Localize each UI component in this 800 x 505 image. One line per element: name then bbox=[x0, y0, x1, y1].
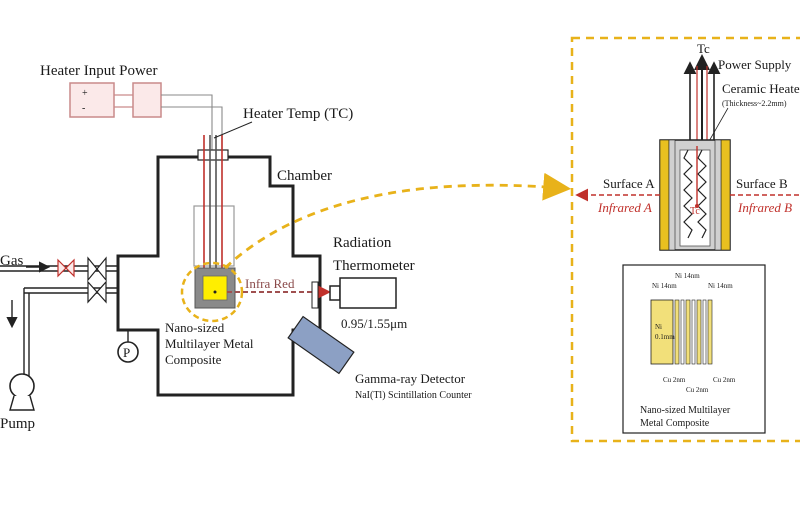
sample-label-line3: Composite bbox=[165, 352, 222, 367]
cu-2nm-label-c: Cu 2nm bbox=[686, 386, 709, 394]
scintillation-label: NaI(Tl) Scintillation Counter bbox=[355, 390, 472, 401]
sample-assembly bbox=[194, 267, 236, 309]
tc-top-label: Tc bbox=[697, 41, 710, 56]
psu-minus-sign: - bbox=[82, 103, 85, 114]
heater-input-power-label: Heater Input Power bbox=[40, 63, 157, 79]
composite-label-line1: Nano-sized Multilayer bbox=[640, 405, 731, 416]
cu-2nm-label-b: Cu 2nm bbox=[713, 376, 736, 384]
surface-a-label: Surface A bbox=[603, 176, 655, 191]
radiation-thermometer bbox=[329, 277, 397, 309]
pressure-gauge bbox=[117, 341, 139, 363]
sample-highlight-ring bbox=[180, 261, 244, 323]
ni-plate-label: Ni bbox=[655, 323, 662, 331]
power-supply-label: Power Supply bbox=[718, 57, 792, 72]
psu-plus-sign: + bbox=[82, 88, 88, 99]
radiation-label: Radiation bbox=[333, 235, 392, 251]
heater-temp-label: Heater Temp (TC) bbox=[243, 106, 353, 122]
viewport-window bbox=[311, 281, 319, 309]
heater-holder bbox=[193, 205, 235, 267]
ni-14nm-label-b: Ni 14nm bbox=[652, 282, 677, 290]
pressure-gauge-label: P bbox=[123, 345, 130, 360]
pump-label: Pump bbox=[0, 416, 35, 432]
gamma-ray-detector bbox=[287, 315, 355, 375]
wavelength-label: 0.95/1.55μm bbox=[341, 316, 407, 331]
tc-center-label: Tc bbox=[690, 206, 700, 217]
ni-14nm-label-a: Ni 14nm bbox=[675, 272, 700, 280]
detail-panel-frame bbox=[570, 36, 800, 443]
gas-valve-red bbox=[57, 258, 75, 278]
infra-red-label: Infra Red bbox=[245, 276, 295, 291]
infrared-a-label: Infrared A bbox=[597, 200, 652, 215]
gas-valve-1 bbox=[87, 256, 107, 282]
surface-b-label: Surface B bbox=[736, 176, 788, 191]
heater-rods bbox=[203, 135, 223, 270]
heater-power-supply: + - bbox=[69, 82, 162, 118]
gas-line bbox=[0, 265, 118, 380]
ceramic-heater-cross-section bbox=[659, 139, 731, 251]
ni-plate-thickness-label: 0.1mm bbox=[655, 333, 675, 341]
detail-connector-arrow bbox=[224, 172, 572, 270]
thermometer-label: Thermometer bbox=[333, 258, 415, 274]
tc-pointer bbox=[213, 121, 253, 139]
heater-wires bbox=[161, 94, 223, 152]
thickness-label: (Thickness~2.2mm) bbox=[722, 99, 787, 108]
chamber-label: Chamber bbox=[277, 168, 332, 184]
pump-icon bbox=[9, 373, 35, 411]
pump-valve bbox=[87, 280, 107, 304]
gas-label: Gas bbox=[0, 253, 23, 269]
gamma-label: Gamma-ray Detector bbox=[355, 371, 466, 386]
ceramic-heater-label: Ceramic Heater bbox=[722, 81, 800, 96]
composite-label-line2: Metal Composite bbox=[640, 418, 710, 429]
sample-label-line1: Nano-sized bbox=[165, 320, 225, 335]
multilayer-stack bbox=[650, 299, 713, 365]
ni-14nm-label-c: Ni 14nm bbox=[708, 282, 733, 290]
cu-2nm-label-a: Cu 2nm bbox=[663, 376, 686, 384]
feedthrough-flange bbox=[197, 149, 229, 161]
infrared-b-label: Infrared B bbox=[737, 200, 792, 215]
sample-label-line2: Multilayer Metal bbox=[165, 336, 254, 351]
